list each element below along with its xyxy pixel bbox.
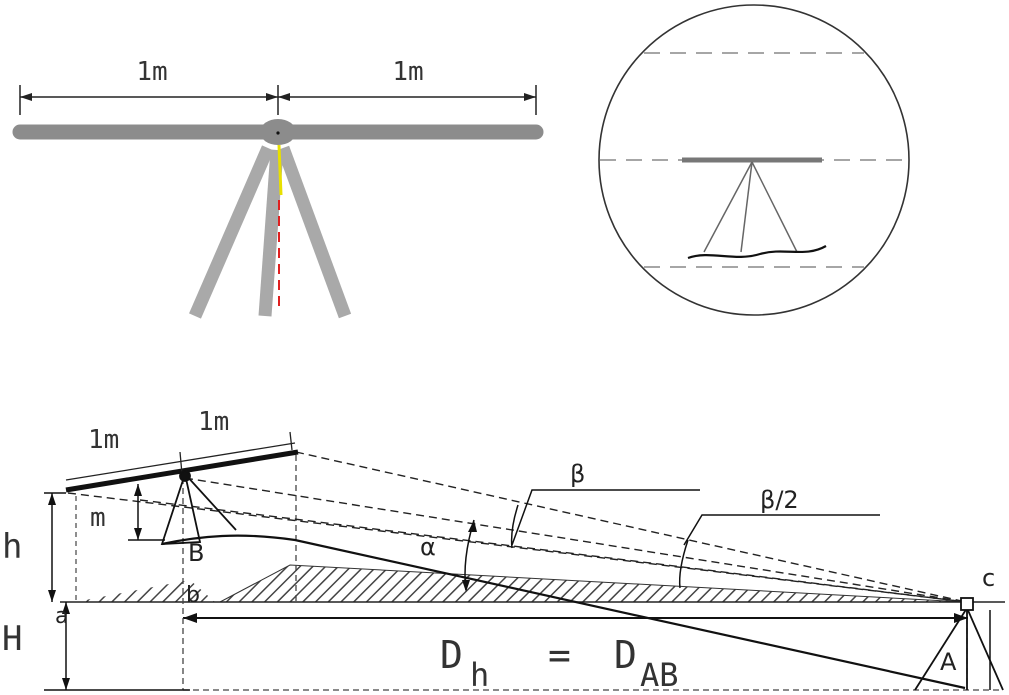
subtense-bar-figure: 1m 1m bbox=[12, 57, 544, 319]
label-h: h bbox=[2, 527, 22, 567]
label-alpha: α bbox=[420, 533, 436, 561]
dimension-label-right: 1m bbox=[392, 57, 423, 87]
formula-rhs: D bbox=[614, 633, 637, 677]
instrument-b bbox=[160, 470, 237, 545]
H-dimension bbox=[44, 602, 190, 691]
reticle-lines bbox=[600, 52, 908, 268]
label-c: c bbox=[982, 564, 995, 592]
label-A: A bbox=[940, 648, 957, 676]
label-1m-left: 1m bbox=[88, 425, 119, 455]
beta-half-leader bbox=[683, 514, 880, 546]
formula-eq: = bbox=[548, 633, 571, 677]
label-a: a bbox=[55, 604, 68, 629]
h-dimension bbox=[44, 492, 66, 602]
dimension-label-left: 1m bbox=[136, 57, 167, 87]
view-tripod bbox=[703, 161, 798, 253]
yellow-marker bbox=[277, 144, 283, 196]
formula-lhs: D bbox=[440, 633, 463, 677]
label-b: b bbox=[186, 583, 200, 608]
formula-lhs-sub: h bbox=[470, 656, 489, 694]
center-mark bbox=[276, 131, 280, 135]
ground-profile bbox=[161, 534, 966, 690]
beta-leader bbox=[511, 489, 700, 546]
m-dimension bbox=[128, 484, 165, 541]
label-1m-right: 1m bbox=[198, 407, 229, 437]
ground-line bbox=[687, 245, 827, 260]
formula-rhs-sub: AB bbox=[640, 656, 679, 694]
tripod-legs bbox=[189, 145, 352, 319]
telescope-view bbox=[598, 4, 910, 316]
dimension-line bbox=[19, 85, 537, 115]
hatched-area-left bbox=[75, 580, 215, 602]
label-beta-half: β/2 bbox=[760, 486, 799, 514]
distance-formula: D h = D AB bbox=[440, 633, 679, 694]
label-B: B bbox=[188, 539, 204, 567]
label-H: H bbox=[2, 619, 22, 659]
label-beta: β bbox=[570, 460, 585, 488]
label-m: m bbox=[90, 503, 106, 533]
instrument-a bbox=[914, 597, 1004, 691]
slope-diagram: 1m 1m m h H a b c B A α β β/2 D h = D AB bbox=[2, 407, 1005, 694]
